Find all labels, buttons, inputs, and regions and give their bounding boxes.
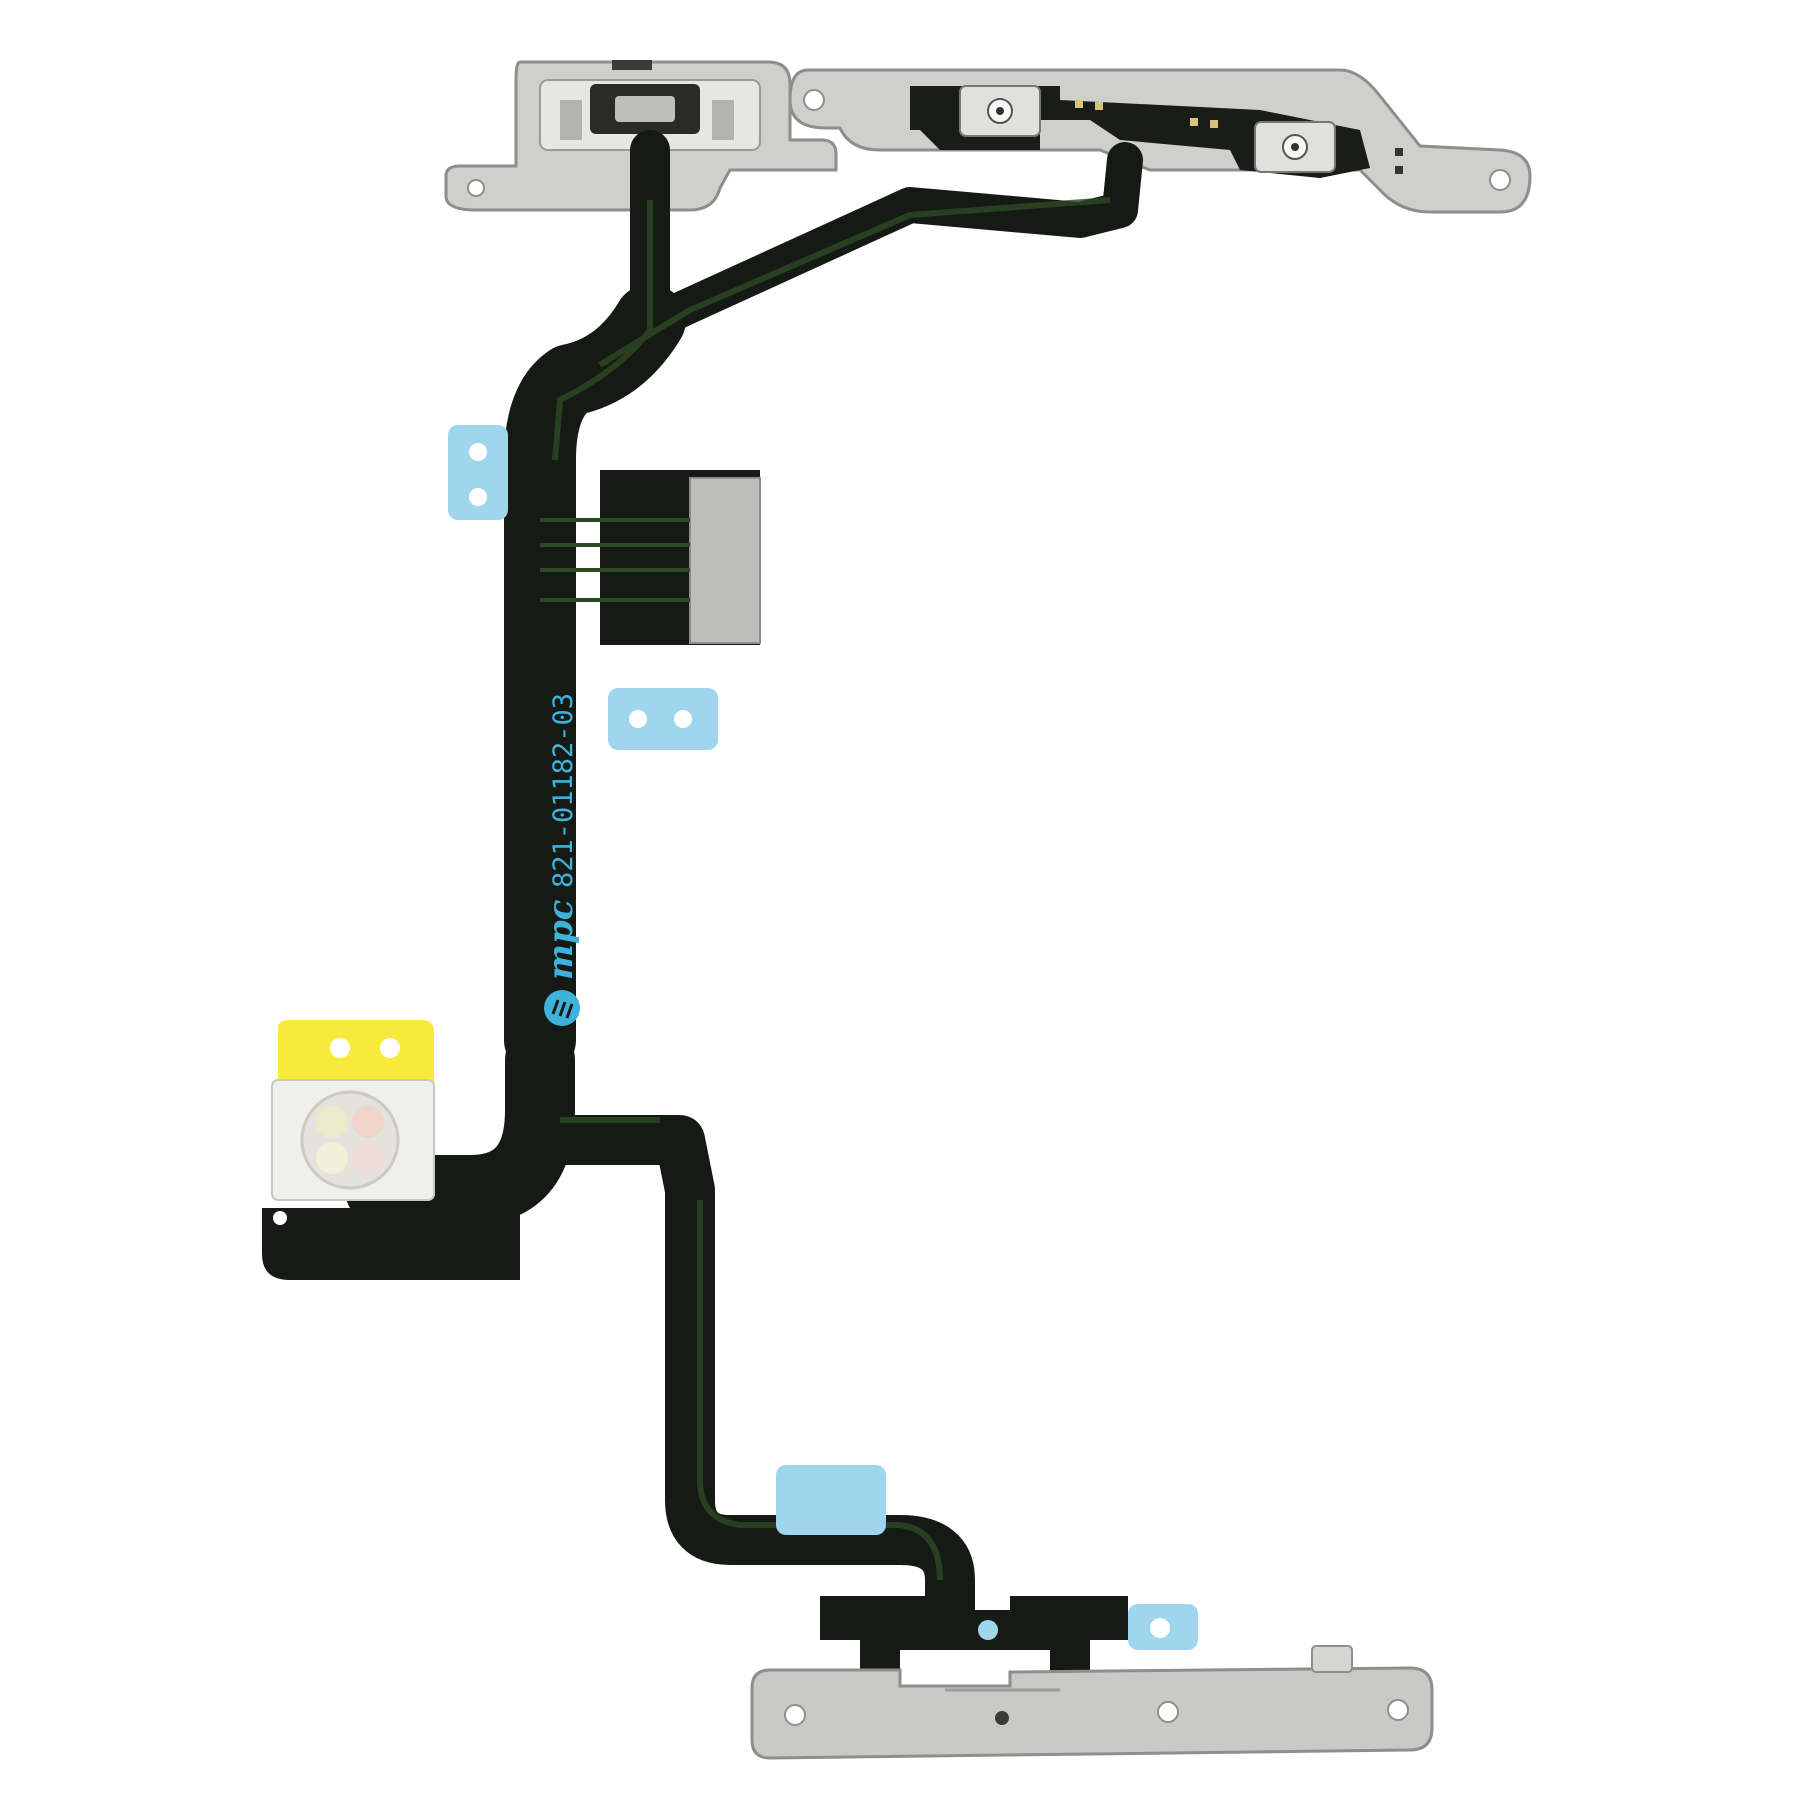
volume-button-bracket (788, 68, 1532, 214)
bottom-metal-bracket (750, 1645, 1434, 1760)
adhesive-tab-left (448, 425, 508, 520)
bottom-connector-board (820, 1596, 1128, 1690)
screw-hole-icon (1489, 169, 1511, 191)
stiffener-plate (540, 470, 761, 645)
part-number: 821-01182-03 (548, 693, 579, 888)
screw-hole-icon (467, 179, 485, 197)
screw-hole-icon (273, 1211, 287, 1225)
brand-mark: mpc (541, 899, 581, 980)
adhesive-tab-bottom-right (1128, 1604, 1198, 1650)
printed-label: mpc 821-01182-03 (541, 693, 581, 1026)
screw-hole-icon (803, 89, 825, 111)
adhesive-tab-middle (608, 688, 718, 750)
screw-hole-icon (1157, 1701, 1179, 1723)
flash-module (262, 1020, 520, 1280)
screw-hole-icon (784, 1704, 806, 1726)
screw-hole-icon (1387, 1699, 1409, 1721)
adhesive-tab-lower (776, 1465, 886, 1535)
led-flash-icon (300, 1090, 400, 1190)
